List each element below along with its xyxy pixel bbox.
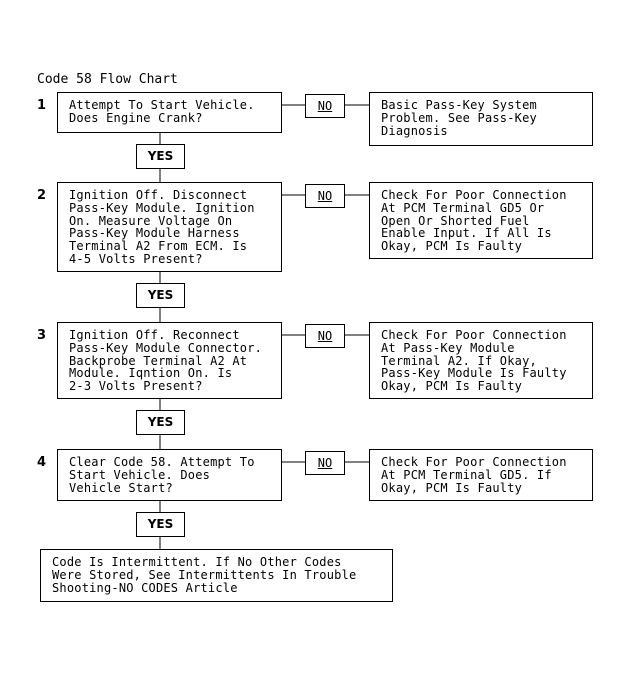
step-number: 3 xyxy=(37,328,47,343)
step-number: 1 xyxy=(37,98,47,113)
yes-branch-label: YES xyxy=(136,283,185,308)
no-result-box: Check For Poor Connection At PCM Termina… xyxy=(369,182,593,259)
step-question-box: Clear Code 58. Attempt To Start Vehicle.… xyxy=(57,449,282,501)
no-result-text: Check For Poor Connection At PCM Termina… xyxy=(381,188,567,254)
yes-branch-label: YES xyxy=(136,144,185,169)
no-result-box: Check For Poor Connection At PCM Termina… xyxy=(369,449,593,501)
no-branch-label: NO xyxy=(305,451,345,475)
no-result-text: Check For Poor Connection At PCM Termina… xyxy=(381,455,567,495)
step-number: 2 xyxy=(37,188,47,203)
no-result-text: Check For Poor Connection At Pass-Key Mo… xyxy=(381,328,567,394)
no-result-box: Check For Poor Connection At Pass-Key Mo… xyxy=(369,322,593,399)
yes-branch-label: YES xyxy=(136,512,185,537)
no-branch-label: NO xyxy=(305,324,345,348)
step-question-text: Attempt To Start Vehicle. Does Engine Cr… xyxy=(69,98,255,125)
step-question-box: Ignition Off. Reconnect Pass-Key Module … xyxy=(57,322,282,399)
no-branch-label: NO xyxy=(305,184,345,208)
no-result-box: Basic Pass-Key System Problem. See Pass-… xyxy=(369,92,593,146)
step-question-box: Ignition Off. Disconnect Pass-Key Module… xyxy=(57,182,282,272)
chart-title: Code 58 Flow Chart xyxy=(37,72,178,87)
step-question-text: Ignition Off. Reconnect Pass-Key Module … xyxy=(69,328,263,394)
step-question-text: Ignition Off. Disconnect Pass-Key Module… xyxy=(69,188,255,266)
no-result-text: Basic Pass-Key System Problem. See Pass-… xyxy=(381,98,537,138)
yes-branch-label: YES xyxy=(136,410,185,435)
step-question-box: Attempt To Start Vehicle. Does Engine Cr… xyxy=(57,92,282,133)
final-result-text: Code Is Intermittent. If No Other Codes … xyxy=(52,555,357,595)
final-result-box: Code Is Intermittent. If No Other Codes … xyxy=(40,549,393,602)
step-number: 4 xyxy=(37,455,47,470)
step-question-text: Clear Code 58. Attempt To Start Vehicle.… xyxy=(69,455,255,495)
no-branch-label: NO xyxy=(305,94,345,118)
